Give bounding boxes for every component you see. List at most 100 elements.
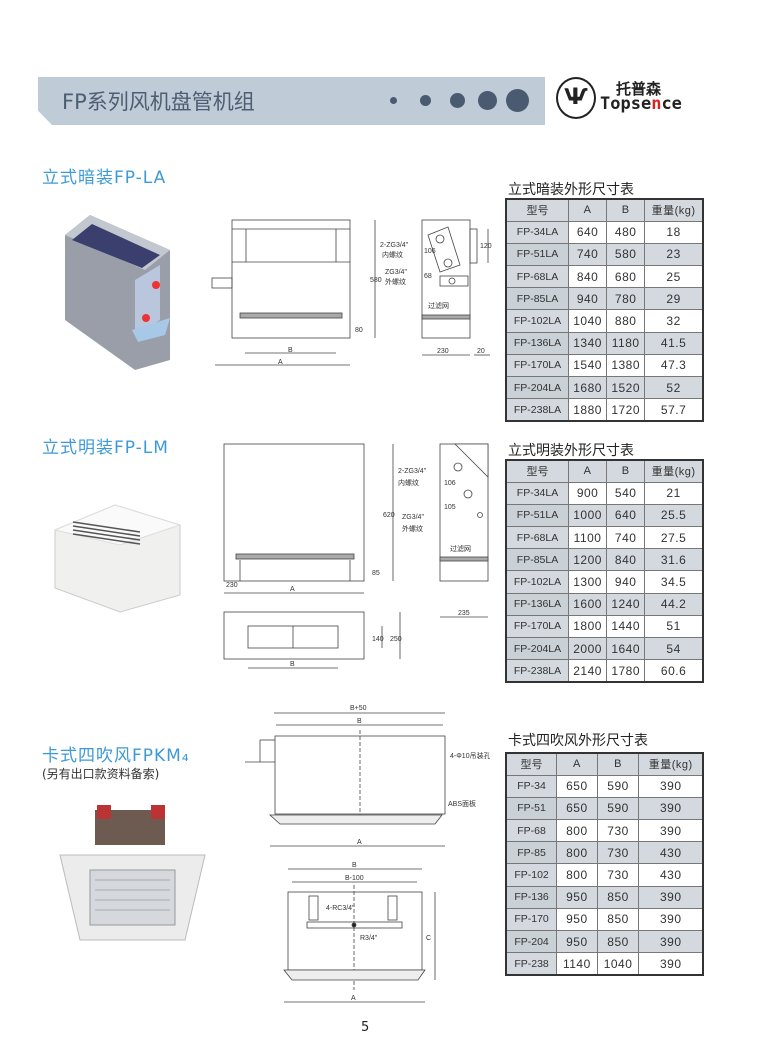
a-cell: 1100 — [568, 526, 608, 550]
dim-label: 120 — [480, 243, 492, 250]
dim-label: 80 — [355, 327, 363, 334]
table-title-lm: 立式明装外形尺寸表 — [508, 443, 634, 459]
b-cell: 1440 — [606, 614, 646, 639]
a-cell: A — [556, 752, 598, 776]
a-cell: 840 — [568, 265, 608, 289]
weight-cell: 23 — [644, 242, 704, 267]
page-title: FP系列风机盘管机组 — [62, 90, 255, 114]
model-cell: FP-204LA — [505, 636, 570, 661]
weight-cell: 390 — [638, 774, 704, 798]
dim-label: 68 — [424, 273, 432, 280]
b-cell: 850 — [596, 907, 640, 932]
dim-label: B+50 — [350, 705, 367, 712]
pipe-label: 外螺纹 — [385, 277, 406, 286]
dim-label: B — [357, 718, 362, 725]
dim-label: A — [290, 586, 295, 593]
weight-cell: 25 — [644, 265, 704, 289]
dim-label: 250 — [390, 636, 402, 643]
a-cell: 650 — [556, 774, 598, 798]
dim-label: B — [352, 862, 357, 869]
a-cell: 650 — [556, 796, 598, 821]
dim-label: B-100 — [345, 875, 364, 882]
weight-cell: 390 — [638, 907, 704, 932]
model-cell: FP-204LA — [505, 375, 570, 400]
weight-cell: 430 — [638, 863, 704, 887]
dim-label: 106 — [424, 248, 436, 255]
b-cell: 850 — [596, 929, 640, 954]
model-cell: FP-136 — [505, 885, 558, 909]
model-cell: FP-136LA — [505, 331, 570, 355]
pipe-label: 外螺纹 — [402, 524, 423, 533]
model-cell: FP-238LA — [505, 659, 570, 683]
decor-dot — [450, 93, 465, 108]
weight-cell: 57.7 — [644, 398, 704, 422]
model-cell: FP-85LA — [505, 548, 570, 572]
model-cell: FP-238LA — [505, 398, 570, 422]
weight-cell: 27.5 — [644, 526, 704, 550]
b-cell: 590 — [596, 796, 640, 821]
weight-cell: 41.5 — [644, 331, 704, 355]
weight-cell: 重量(kg) — [644, 459, 704, 483]
dim-label: 140 — [372, 636, 384, 643]
a-cell: 1140 — [556, 952, 598, 976]
model-cell: FP-68LA — [505, 265, 570, 289]
model-cell: FP-85 — [505, 841, 558, 865]
a-cell: 1600 — [568, 592, 608, 616]
dim-label: 230 — [437, 348, 449, 355]
b-cell: 880 — [606, 309, 646, 333]
a-cell: 1200 — [568, 548, 608, 572]
weight-cell: 390 — [638, 796, 704, 821]
product-photo-km — [59, 805, 206, 941]
a-cell: 940 — [568, 287, 608, 311]
b-cell: 680 — [606, 265, 646, 289]
a-cell: 800 — [556, 863, 598, 887]
b-cell: B — [606, 459, 646, 483]
dim-label: A — [278, 359, 283, 366]
section-title-lm: 立式明装FP-LM — [42, 438, 169, 458]
a-cell: 640 — [568, 220, 608, 244]
dim-label: C — [426, 935, 431, 942]
b-cell: 540 — [606, 481, 646, 505]
b-cell: 1180 — [606, 331, 646, 355]
decor-dot — [478, 91, 497, 110]
b-cell: 1040 — [596, 952, 640, 976]
model-cell: 型号 — [505, 198, 570, 222]
a-cell: 1880 — [568, 398, 608, 422]
model-cell: FP-170LA — [505, 614, 570, 639]
weight-cell: 重量(kg) — [638, 752, 704, 776]
b-cell: 1520 — [606, 375, 646, 400]
dim-label: A — [351, 995, 356, 1002]
weight-cell: 18 — [644, 220, 704, 244]
a-cell: 1340 — [568, 331, 608, 355]
a-cell: 800 — [556, 841, 598, 865]
weight-cell: 32 — [644, 309, 704, 333]
a-cell: 950 — [556, 929, 598, 954]
a-cell: A — [568, 459, 608, 483]
model-cell: FP-238 — [505, 952, 558, 976]
dim-label: 20 — [477, 348, 485, 355]
drawing-la: B A 580 80 2-ZG3/4" 内螺纹 ZG3/4" 外螺纹 106 6… — [211, 219, 492, 366]
hang-hole-label: 4-Φ10吊装孔 — [450, 751, 490, 760]
pipe-label: 内螺纹 — [382, 250, 403, 259]
model-cell: FP-68LA — [505, 526, 570, 550]
b-cell: 1380 — [606, 353, 646, 378]
weight-cell: 重量(kg) — [644, 198, 704, 222]
model-cell: FP-34LA — [505, 220, 570, 244]
